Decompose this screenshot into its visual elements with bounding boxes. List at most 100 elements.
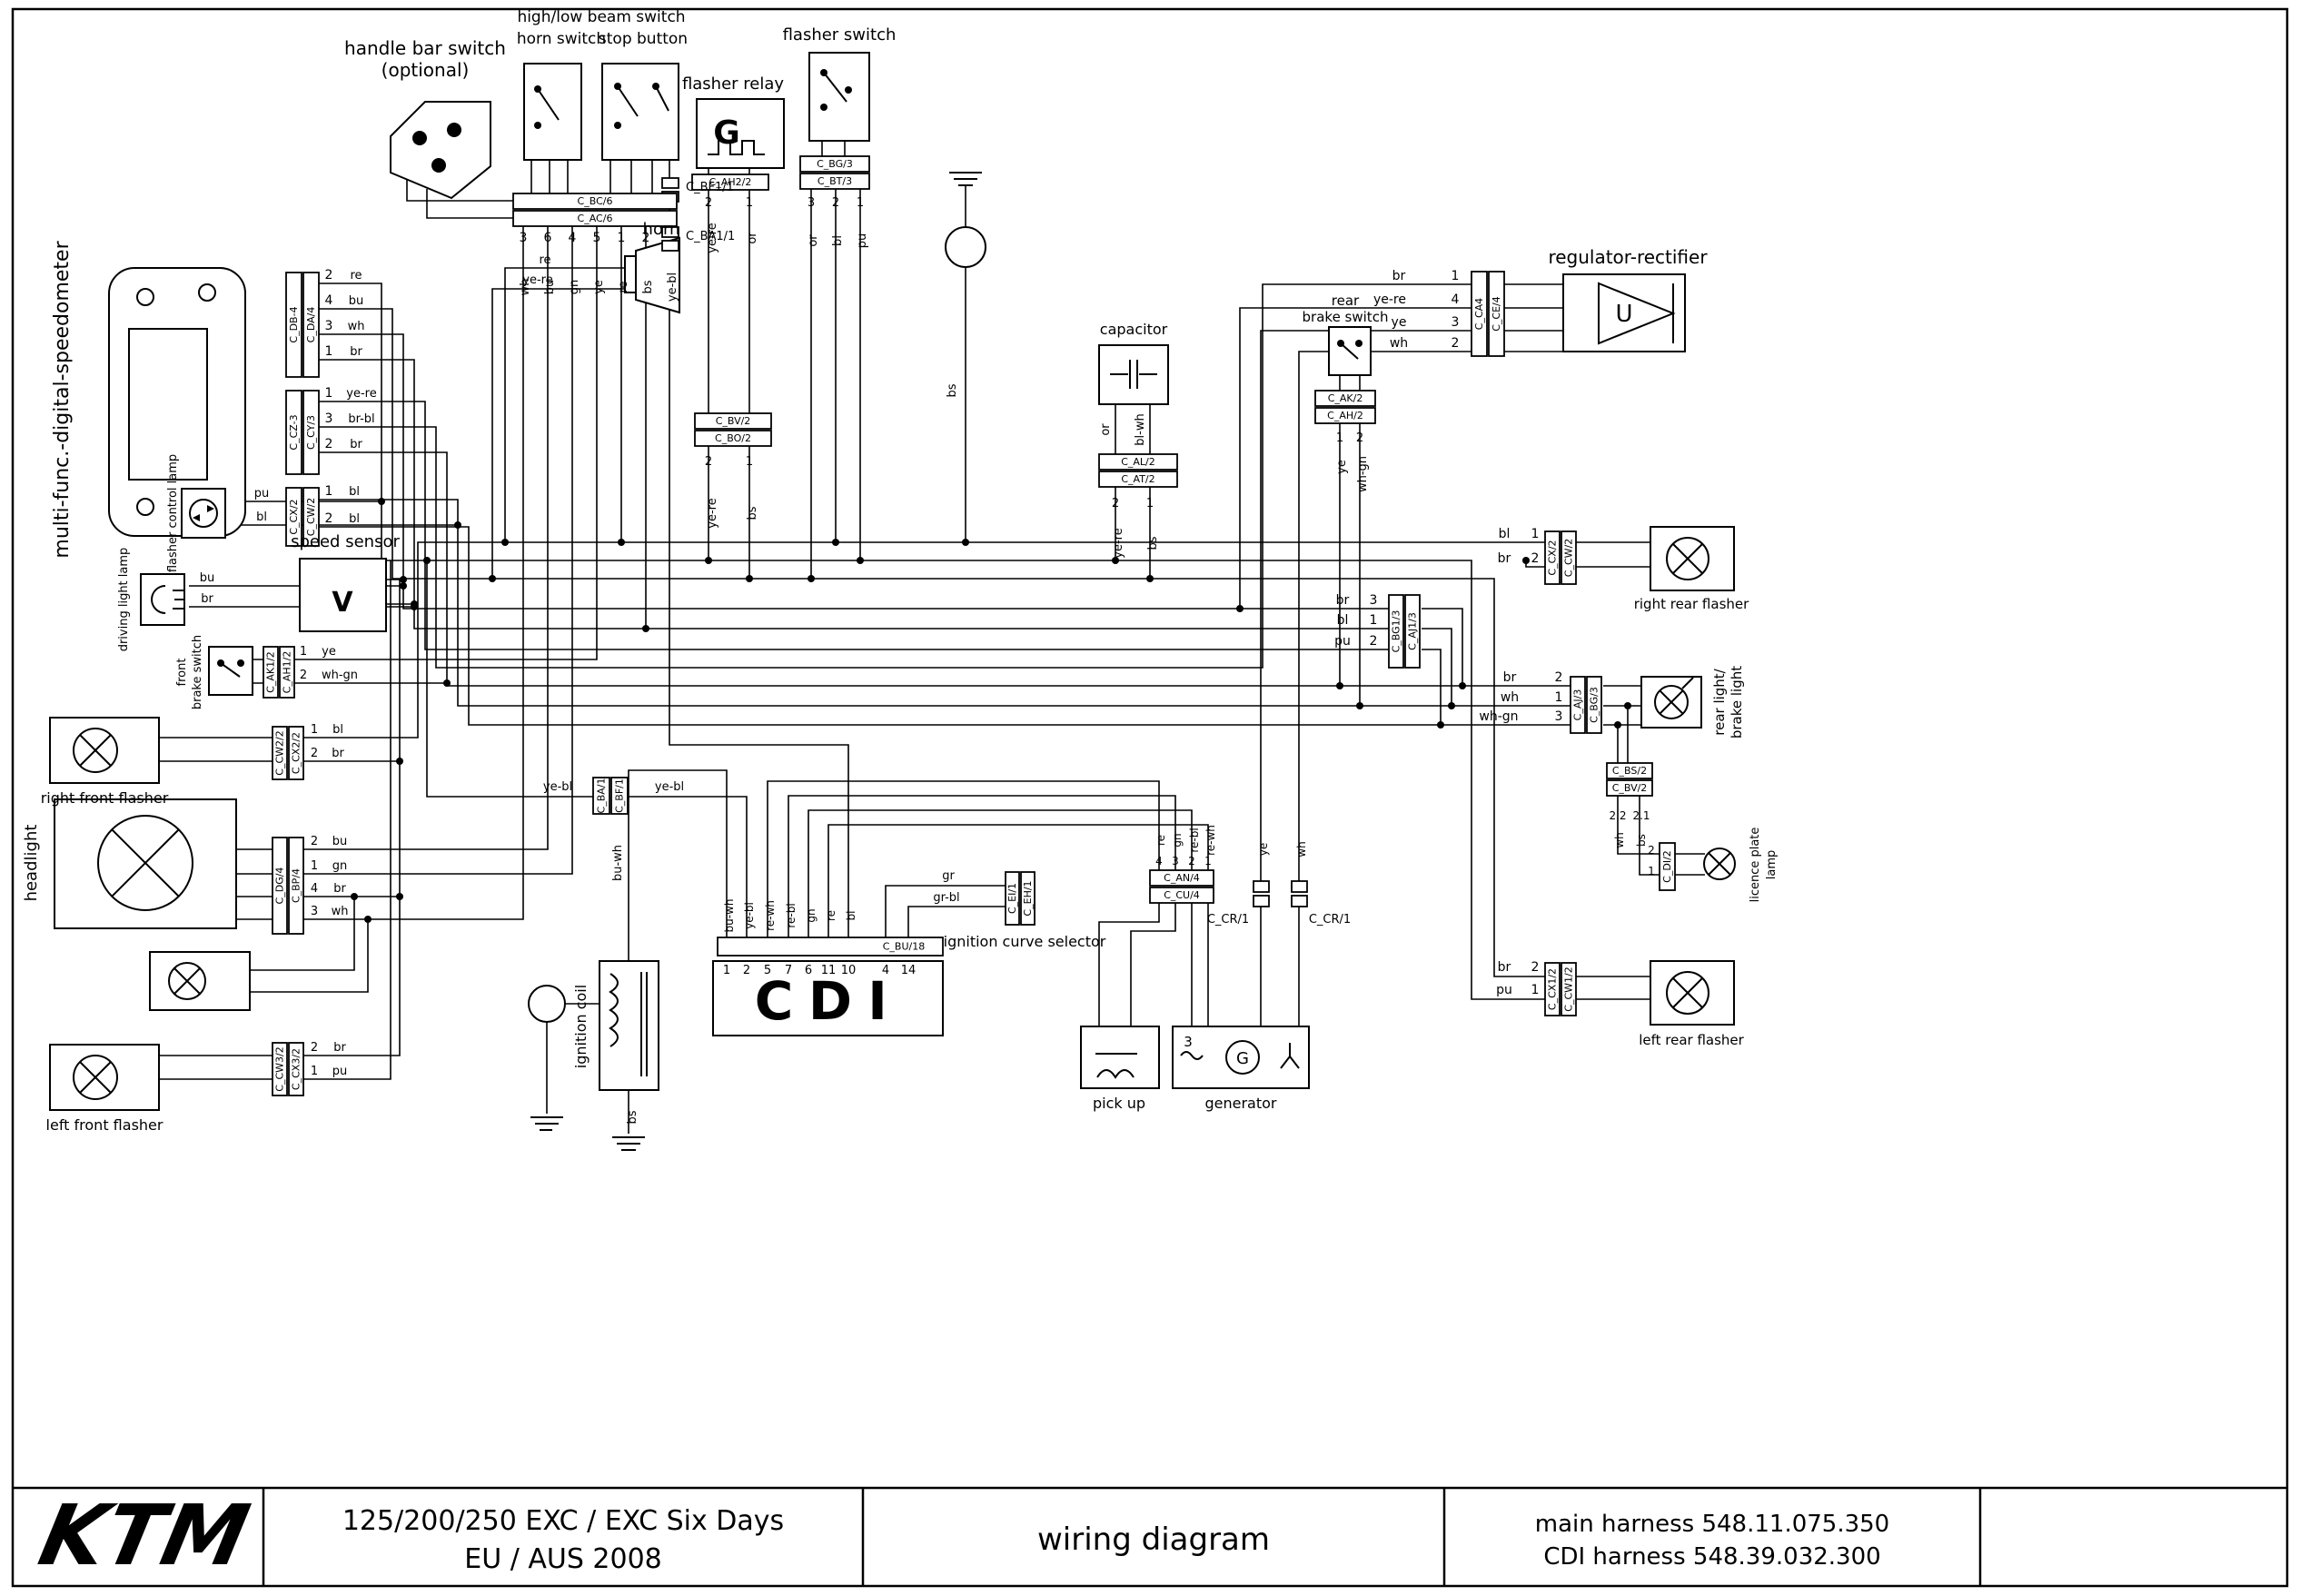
pin-label: 3 (311, 905, 318, 918)
top-wires (406, 141, 966, 937)
pin-label: 1 (1648, 865, 1655, 877)
ignition-coil-symbol (599, 960, 659, 1091)
pin-label: 2 (1531, 960, 1540, 975)
rear-light-label-2: brake light (1729, 666, 1745, 739)
connector-box (1404, 594, 1421, 669)
handlebar-switch-symbol (390, 101, 491, 200)
connector-box (694, 412, 772, 430)
front-brake-switch-label-1: front (175, 659, 189, 687)
pin-label: 1 (325, 386, 333, 401)
wire-color-label: ye-bl (743, 902, 756, 929)
wire-color-label: ye-bl (655, 780, 684, 794)
pin-label: 7 (785, 964, 792, 977)
pin-label: 1 (1531, 983, 1540, 997)
connector-box-label: C_BV/2 (716, 415, 751, 427)
wire-color-label: gn (332, 859, 348, 873)
connector-box-label: C_BS/2 (1612, 765, 1647, 777)
headlight-symbol (54, 798, 237, 929)
wire-color-label: gr-bl (933, 891, 959, 905)
wire-color-label: ye-re (1112, 528, 1125, 558)
flasher-switch-symbol (808, 52, 870, 142)
flasher-relay-label: flasher relay (682, 74, 784, 94)
licence-plate-lamp-symbol (1703, 848, 1736, 880)
generator-label: generator (1204, 1095, 1276, 1112)
wire-color-label: bs (746, 506, 759, 520)
wire-color-label: ye-re (346, 387, 376, 401)
connector-box-label: C_AK/2 (1328, 392, 1363, 404)
harness-cdi: CDI harness 548.39.032.300 (1543, 1543, 1880, 1571)
generator-letter: G (1236, 1049, 1249, 1068)
wire-color-label: br (333, 1041, 346, 1055)
wire-color-label: bl-wh (1134, 413, 1147, 445)
connector-box-label: C_BU/18 (883, 941, 925, 953)
connector-box (288, 726, 304, 780)
wire-color-label: ye-bl (543, 780, 572, 794)
connector-box (1005, 871, 1020, 926)
regulator-rectifier-label: regulator-rectifier (1548, 246, 1708, 268)
pin-label: 2 (325, 511, 333, 526)
connector-box (1570, 676, 1586, 734)
wire-color-label: bl (831, 235, 845, 246)
connector-box (512, 210, 678, 227)
title-block: KTM 125/200/250 EXC / EXC Six Days EU / … (32, 1487, 1890, 1584)
wire-color-label: ye-re (706, 498, 719, 528)
connector-box-label: C_BA/1 (596, 778, 608, 814)
connector-box (279, 646, 295, 699)
wire-color-label: re-bl (785, 903, 798, 927)
pin-label: 2 (1452, 336, 1460, 351)
connector-box (1544, 962, 1561, 1016)
pin-label: 2 (1648, 844, 1655, 857)
wire-color-label: bs (1635, 834, 1648, 847)
flasher-relay-symbol (696, 98, 785, 169)
connector-box-label: C_DA/4 (305, 307, 317, 343)
pin-label: 2 (1188, 855, 1195, 867)
wire-color-label: br (350, 345, 362, 359)
pin-label: 1 (1204, 855, 1212, 867)
wire-color-label: br (1503, 670, 1517, 685)
connector-box (288, 837, 304, 935)
pin-label: 5 (593, 231, 601, 245)
connector-box-label: C_AC/6 (578, 213, 613, 224)
connector-box-label: C_BC/6 (578, 195, 613, 207)
handlebar-switch-label: handle bar switch (344, 37, 506, 59)
flasher-control-lamp-symbol (181, 488, 226, 539)
connector-box (1544, 530, 1561, 585)
connector-box (1149, 887, 1214, 904)
pin-label: 1 (1146, 497, 1154, 511)
wire-color-label: gn (568, 280, 581, 295)
wire-color-label: wh (1295, 841, 1308, 857)
connector-box-label: C_BP/4 (291, 868, 302, 903)
connector-box-label: C_BF/1 (614, 778, 626, 813)
connector-box-label: C_AJ/3 (1572, 689, 1584, 721)
connector-box (1471, 271, 1488, 357)
wire-color-label: re-bl (1188, 828, 1201, 852)
wire-color-label: re (539, 253, 550, 267)
wire-color-label: wh-gn (322, 669, 358, 682)
connector-box-label: C_CZ-3 (288, 414, 300, 450)
connector-box (285, 487, 302, 547)
pin-label: 2 (1370, 634, 1378, 649)
right-front-flasher-label: right front flasher (41, 789, 169, 807)
connector-box-label: C_DI/2 (1661, 850, 1673, 883)
connector-box-label: C_CX3/2 (291, 1048, 302, 1090)
pin-label: 1 (1336, 431, 1343, 445)
pin-label: 5 (764, 964, 771, 977)
capacitor-label: capacitor (1100, 321, 1168, 338)
connector-box (1606, 779, 1653, 797)
ignition-coil-label: ignition coil (572, 985, 590, 1068)
ground-key-symbol (945, 172, 986, 268)
driving-light-lamp-symbol (140, 573, 185, 626)
connector-box (1488, 271, 1505, 357)
connector-box (1659, 842, 1676, 891)
pin-label: 1 (300, 645, 307, 659)
connector-box-label: C_AH1/2 (282, 651, 293, 694)
wire-color-label: re (825, 910, 837, 921)
wire-color-label: bu (200, 571, 215, 585)
sheet-title: wiring diagram (1037, 1522, 1270, 1558)
pin-label: 1 (325, 484, 333, 499)
pin-label: 1 (618, 231, 626, 245)
pin-label: 3 (1172, 855, 1179, 867)
connector-box-label: C_BG/3 (1589, 687, 1600, 723)
pin-label: 4 (325, 293, 333, 308)
connector-box-label: C_EI/1 (1006, 883, 1018, 914)
